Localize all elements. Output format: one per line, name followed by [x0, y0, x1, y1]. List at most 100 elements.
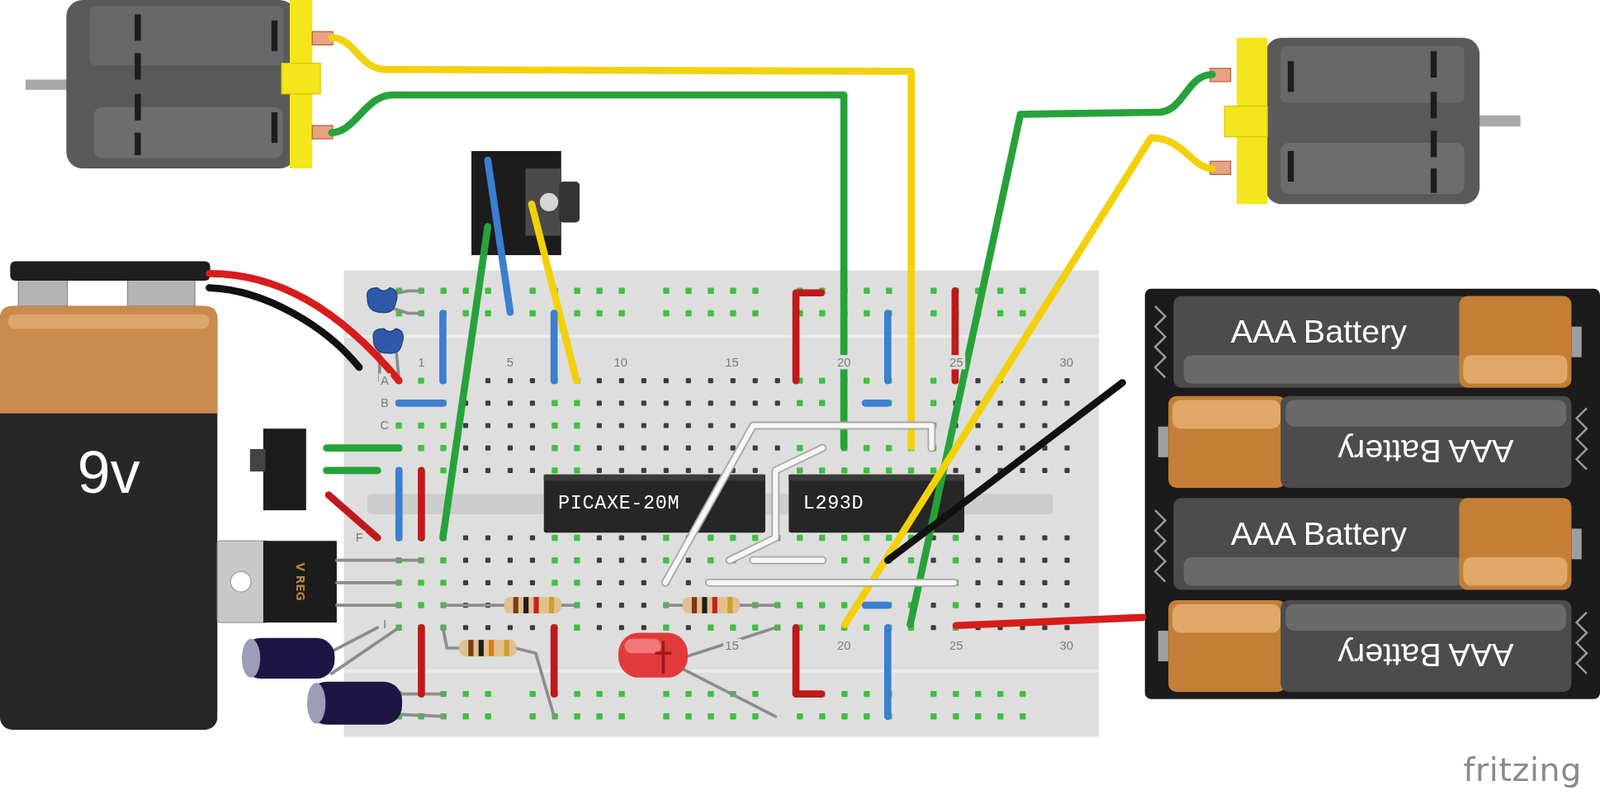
- battery-highlight: [8, 314, 209, 329]
- breadboard-hole: [841, 557, 848, 564]
- holder-body: [1145, 288, 1600, 700]
- breadboard-hole: [507, 624, 513, 630]
- breadboard-hole: [507, 445, 513, 451]
- breadboard-hole: [818, 601, 825, 608]
- aaa-battery: AAA Battery: [1285, 626, 1567, 683]
- resistor-band: [468, 639, 474, 657]
- breadboard-hole: [997, 422, 1003, 428]
- breadboard-hole: [707, 310, 714, 317]
- breadboard-hole: [596, 580, 602, 586]
- breadboard-hole: [708, 378, 714, 384]
- wire: [208, 288, 360, 368]
- breadboard-hole: [596, 445, 602, 451]
- breadboard-hole: [596, 288, 602, 294]
- breadboard-hole: [752, 400, 758, 406]
- breadboard-hole: [573, 288, 580, 294]
- row-letter: A: [378, 373, 392, 388]
- led-mark: [654, 640, 672, 674]
- breadboard-hole: [1019, 580, 1025, 586]
- breadboard-hole: [507, 422, 513, 428]
- battery-label: AAA Battery: [1230, 314, 1407, 351]
- breadboard-hole: [796, 601, 803, 608]
- dc-motor: [25, 0, 333, 169]
- breadboard-hole: [619, 602, 625, 608]
- breadboard-hole: [930, 288, 937, 294]
- battery-label: 9v: [77, 439, 141, 505]
- breadboard-hole: [463, 558, 469, 564]
- motor-shaft: [1475, 115, 1520, 128]
- aaa-highlight: [1172, 400, 1281, 430]
- regulator-tab: [217, 540, 269, 623]
- breadboard-hole: [619, 534, 625, 540]
- regulator-hole: [230, 571, 251, 592]
- breadboard-hole: [440, 288, 447, 294]
- capacitor-end: [307, 682, 326, 724]
- breadboard-hole: [1064, 534, 1070, 540]
- breadboard-hole: [573, 713, 580, 720]
- breadboard-hole: [1019, 288, 1026, 294]
- breadboard-hole: [507, 580, 513, 586]
- breadboard-hole: [551, 579, 558, 586]
- breadboard-hole: [752, 310, 758, 317]
- wire: [326, 444, 400, 452]
- breadboard-hole: [975, 445, 980, 451]
- breadboard-hole: [863, 557, 870, 564]
- breadboard-hole: [641, 580, 647, 586]
- breadboard-hole: [707, 557, 714, 564]
- breadboard-hole: [573, 557, 580, 564]
- breadboard-hole: [596, 624, 602, 630]
- battery-terminal: [18, 277, 67, 311]
- breadboard-hole: [596, 422, 602, 428]
- wire: [550, 627, 559, 694]
- wire: [531, 203, 577, 381]
- aaa-cell: [1280, 396, 1572, 488]
- breadboard-hole: [529, 310, 535, 317]
- breadboard-hole: [530, 580, 535, 586]
- slide-switch: [250, 428, 307, 511]
- breadboard-hole: [663, 378, 669, 384]
- breadboard-hole: [818, 310, 825, 317]
- breadboard-hole: [618, 310, 625, 317]
- wire: [439, 313, 447, 382]
- breadboard-hole: [596, 534, 602, 540]
- battery-label: AAA Battery: [1230, 515, 1407, 552]
- breadboard-hole: [530, 468, 535, 474]
- breadboard-hole: [551, 557, 558, 564]
- resistor-band: [533, 596, 539, 614]
- breadboard-hole: [818, 467, 825, 474]
- breadboard-hole: [975, 713, 981, 720]
- breadboard-hole: [885, 288, 892, 294]
- motor-body: [66, 0, 296, 169]
- jack-hole: [539, 193, 559, 212]
- breadboard-hole: [596, 310, 602, 317]
- aaa-cell: [1280, 600, 1572, 692]
- breadboard-hole: [619, 422, 625, 428]
- breadboard-hole: [997, 602, 1003, 608]
- breadboard-hole: [530, 400, 535, 406]
- switch-handle: [250, 449, 266, 472]
- breadboard-hole: [1019, 468, 1025, 474]
- breadboard-hole: [663, 445, 669, 451]
- resistor-body: [504, 596, 562, 614]
- breadboard-hole: [952, 468, 958, 474]
- motor-body: [1265, 37, 1481, 205]
- battery-9v: 9v: [0, 423, 218, 521]
- breadboard-hole: [752, 378, 758, 384]
- motor-slot: [134, 94, 141, 121]
- column-number: 25: [947, 639, 966, 654]
- breadboard-hole: [708, 400, 714, 406]
- aaa-highlight: [1462, 557, 1567, 587]
- breadboard-hole: [775, 445, 781, 451]
- breadboard-hole: [1041, 558, 1047, 564]
- breadboard-hole: [530, 445, 535, 451]
- chip-edge: [544, 474, 766, 481]
- breadboard-hole: [708, 445, 714, 451]
- aaa-nub: [1571, 528, 1582, 559]
- breadboard-hole: [729, 713, 736, 720]
- column-number: 15: [723, 639, 741, 654]
- motor-slot: [1287, 61, 1294, 92]
- column-number: 20: [835, 639, 853, 654]
- breadboard-hole: [1064, 580, 1070, 586]
- capacitor-end: [241, 639, 261, 678]
